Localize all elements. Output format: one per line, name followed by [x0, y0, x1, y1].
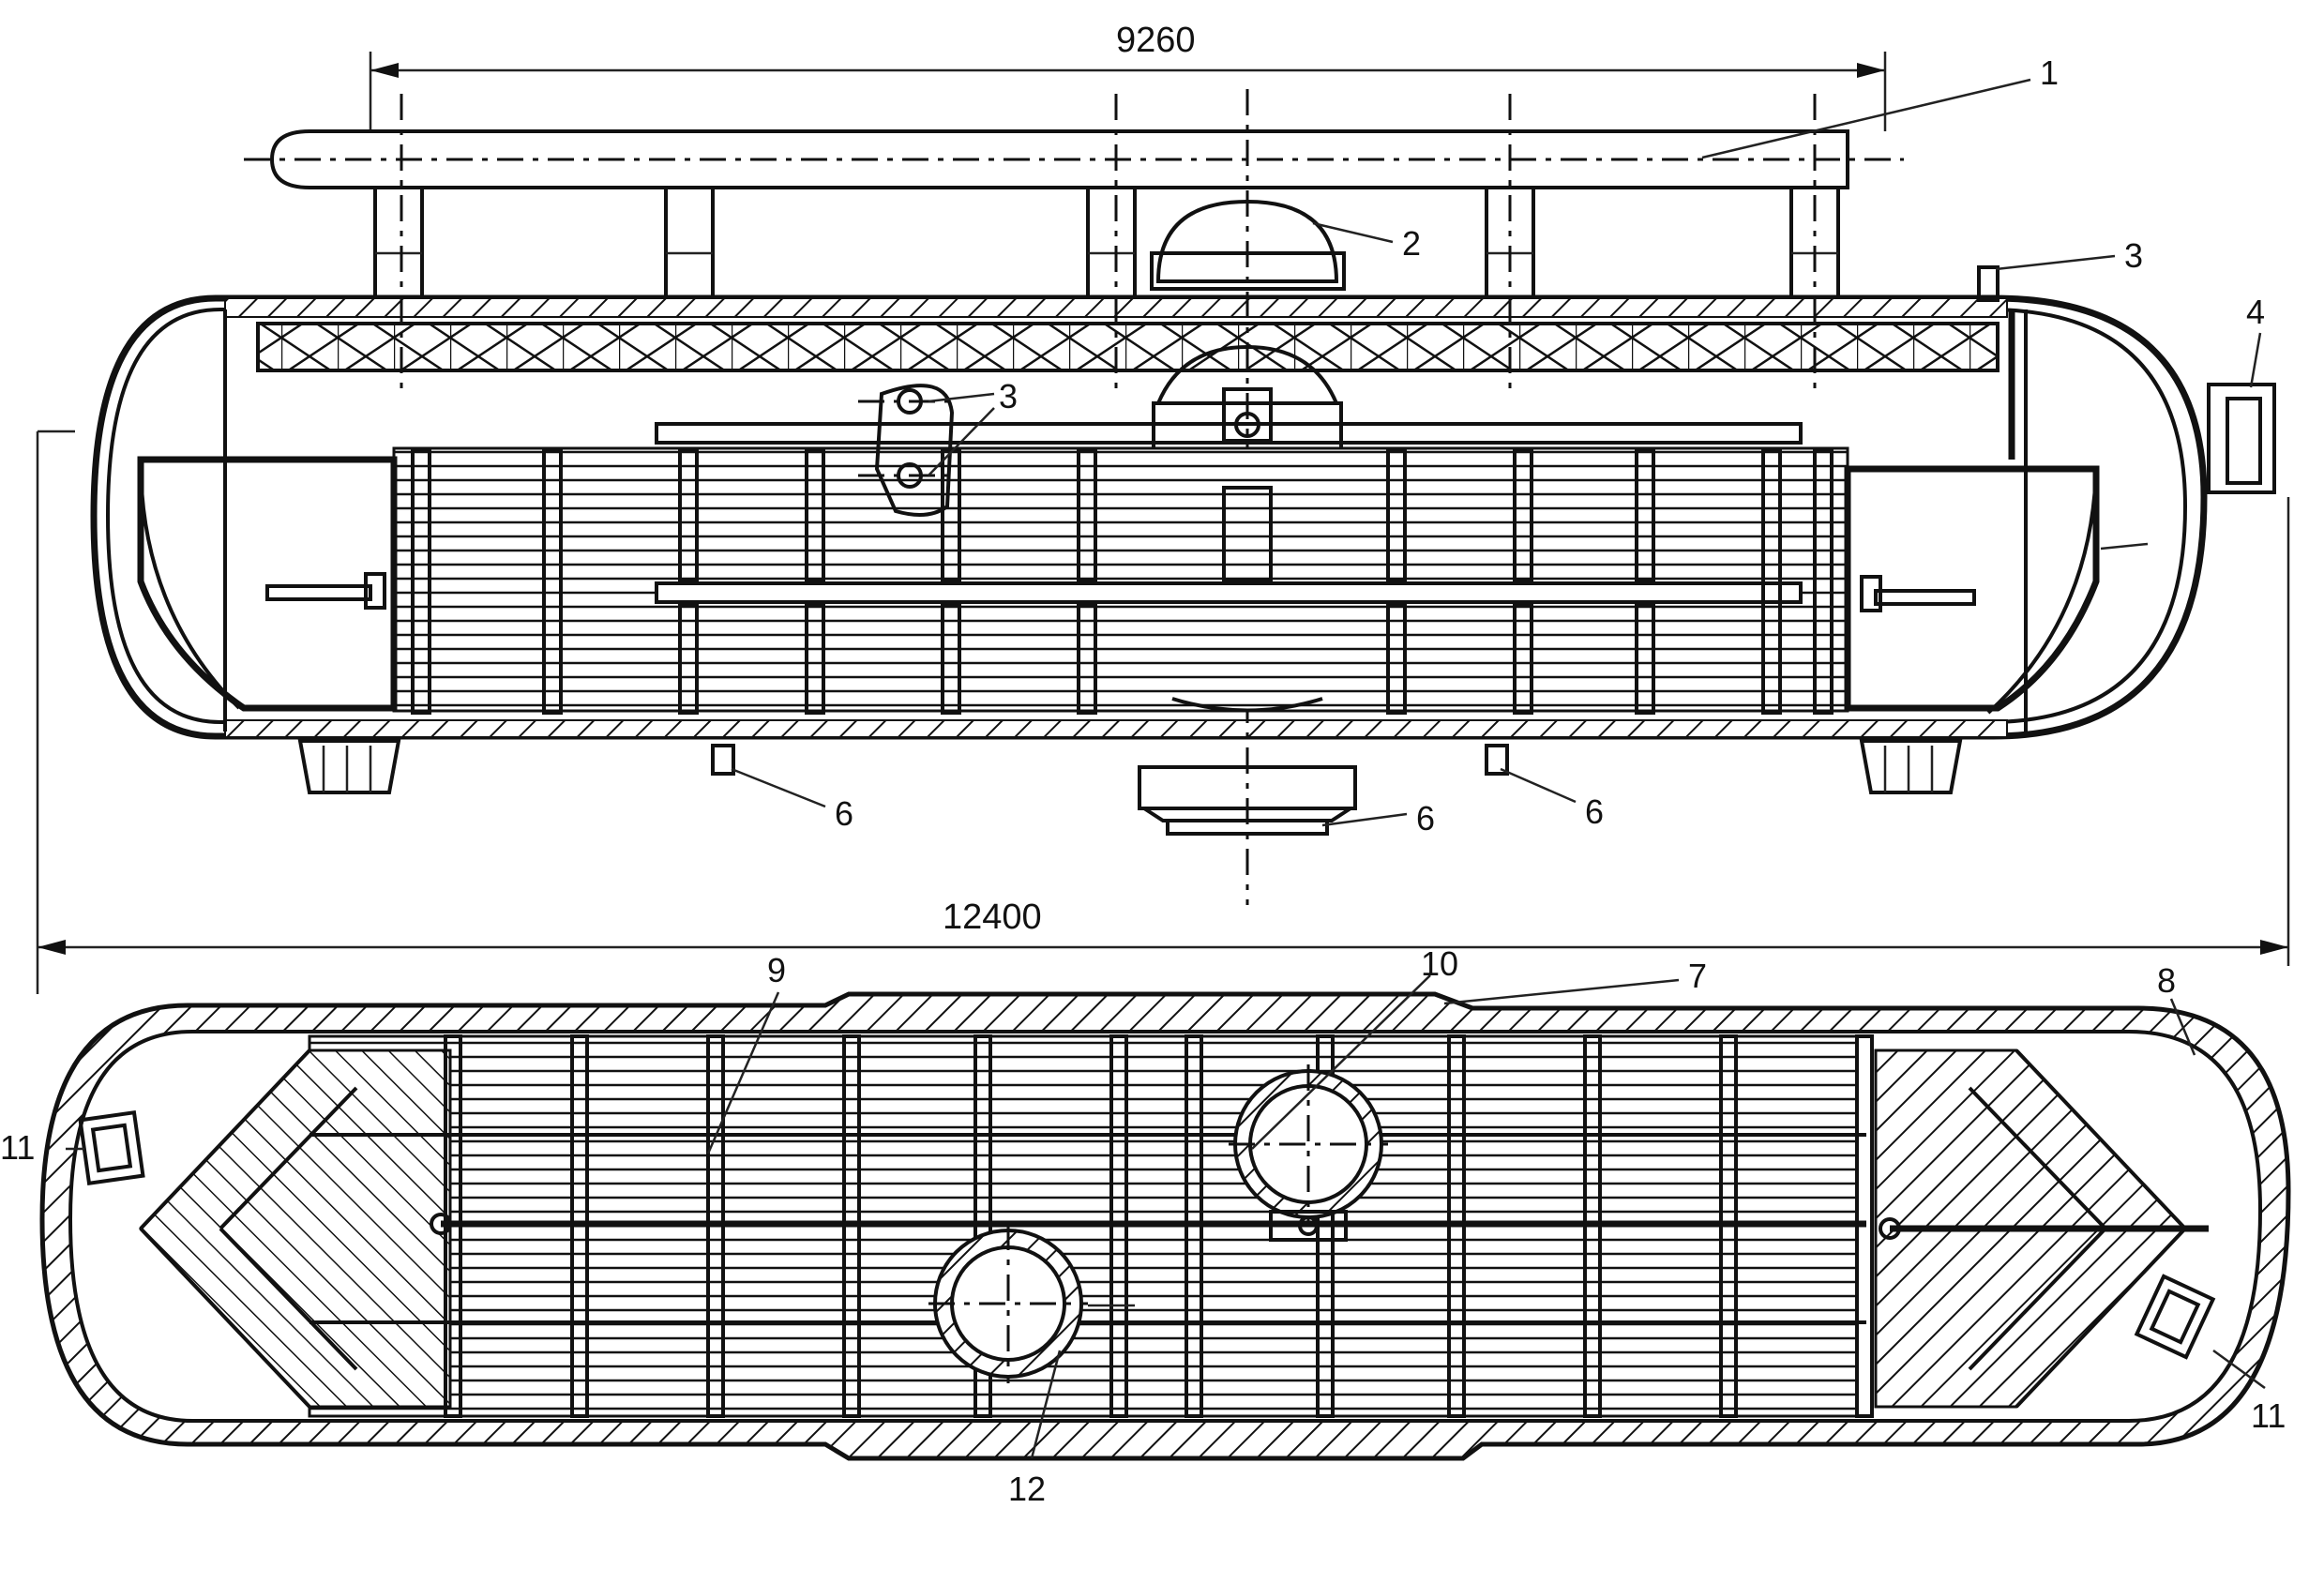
callout-6-left: 6	[835, 794, 853, 833]
callout-1: 1	[2040, 53, 2059, 92]
manhole-11-right	[2134, 1274, 2216, 1360]
support-plates	[411, 448, 1834, 715]
callout-3-top-right: 3	[2124, 236, 2143, 275]
left-water-box	[137, 456, 398, 712]
steam-header-pipe	[244, 129, 1904, 189]
callout-9: 9	[767, 951, 786, 989]
callout-7: 7	[1688, 957, 1707, 995]
dimension-12400: 12400	[38, 497, 2290, 966]
callout-10: 10	[1421, 944, 1458, 983]
callout-2: 2	[1402, 224, 1421, 263]
right-chevron-baffles	[1874, 1048, 2209, 1409]
dimension-label-9260: 9260	[1116, 21, 1196, 60]
leaders-top	[731, 78, 2262, 827]
nozzle-12	[928, 1224, 1135, 1383]
nozzle-flange-3	[858, 384, 955, 517]
callout-4: 4	[2246, 293, 2265, 331]
right-water-box	[1844, 465, 2149, 715]
leaders-bottom	[66, 974, 2266, 1459]
callout-8: 8	[2157, 961, 2176, 1000]
callout-6-center: 6	[1416, 799, 1435, 837]
header-branch-pipes	[373, 186, 1840, 311]
manhole-11-left	[78, 1110, 145, 1185]
callout-11-left: 11	[0, 1128, 35, 1167]
dimension-label-12400: 12400	[943, 898, 1042, 937]
dimension-9260: 9260	[369, 21, 1887, 131]
callout-3-flange: 3	[999, 377, 1018, 415]
tube-bundle	[392, 446, 1849, 713]
nozzle-10	[1229, 1064, 1388, 1242]
plan-view: 9 10 7 8 11 11 12	[0, 944, 2291, 1508]
cross-bracing-band	[256, 322, 2000, 372]
left-chevron-baffles	[138, 1048, 844, 1409]
elevation-view: 9260	[36, 21, 2290, 994]
nozzle-4	[2207, 383, 2276, 494]
hotwell	[1138, 697, 1357, 836]
support-feet	[297, 739, 1963, 794]
callout-11-right: 11	[2251, 1396, 2286, 1435]
plan-support-plates	[444, 1034, 1874, 1418]
callout-12: 12	[1008, 1470, 1046, 1508]
callout-6-right: 6	[1585, 792, 1604, 831]
